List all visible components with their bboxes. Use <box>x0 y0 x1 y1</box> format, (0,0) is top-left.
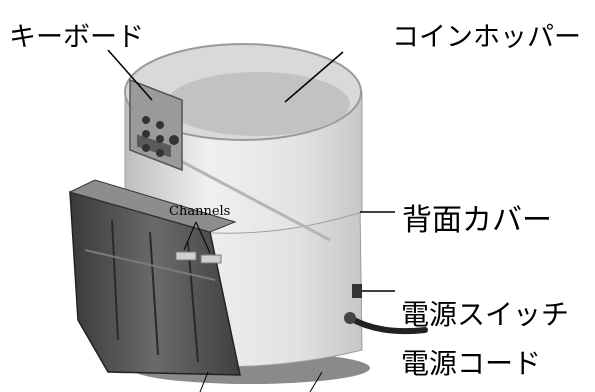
power-cord-label: 電源コード <box>401 347 542 380</box>
keyboard-label: キーボード <box>9 22 144 53</box>
power-cord <box>347 315 428 335</box>
keyboard-panel <box>129 78 183 172</box>
coin-hopper-leader <box>284 51 344 103</box>
body-seam <box>159 148 331 242</box>
power-switch <box>352 284 362 298</box>
tray-leader <box>199 371 209 392</box>
channel-slot-right <box>200 254 222 264</box>
channels-leader-right <box>195 221 211 254</box>
coin-hopper-inner <box>166 72 350 136</box>
keyboard-leader <box>107 49 153 101</box>
coin-hopper-label: コインホッパー <box>392 22 581 53</box>
coin-tray <box>68 179 241 376</box>
channels-label: Channels <box>169 204 231 219</box>
base-leader <box>309 371 323 392</box>
back-cover-label: 背面カバー <box>402 203 552 238</box>
channels-leader-left <box>183 221 197 251</box>
power-switch-label: 電源スイッチ <box>401 298 570 331</box>
channel-slot-left <box>175 251 197 261</box>
